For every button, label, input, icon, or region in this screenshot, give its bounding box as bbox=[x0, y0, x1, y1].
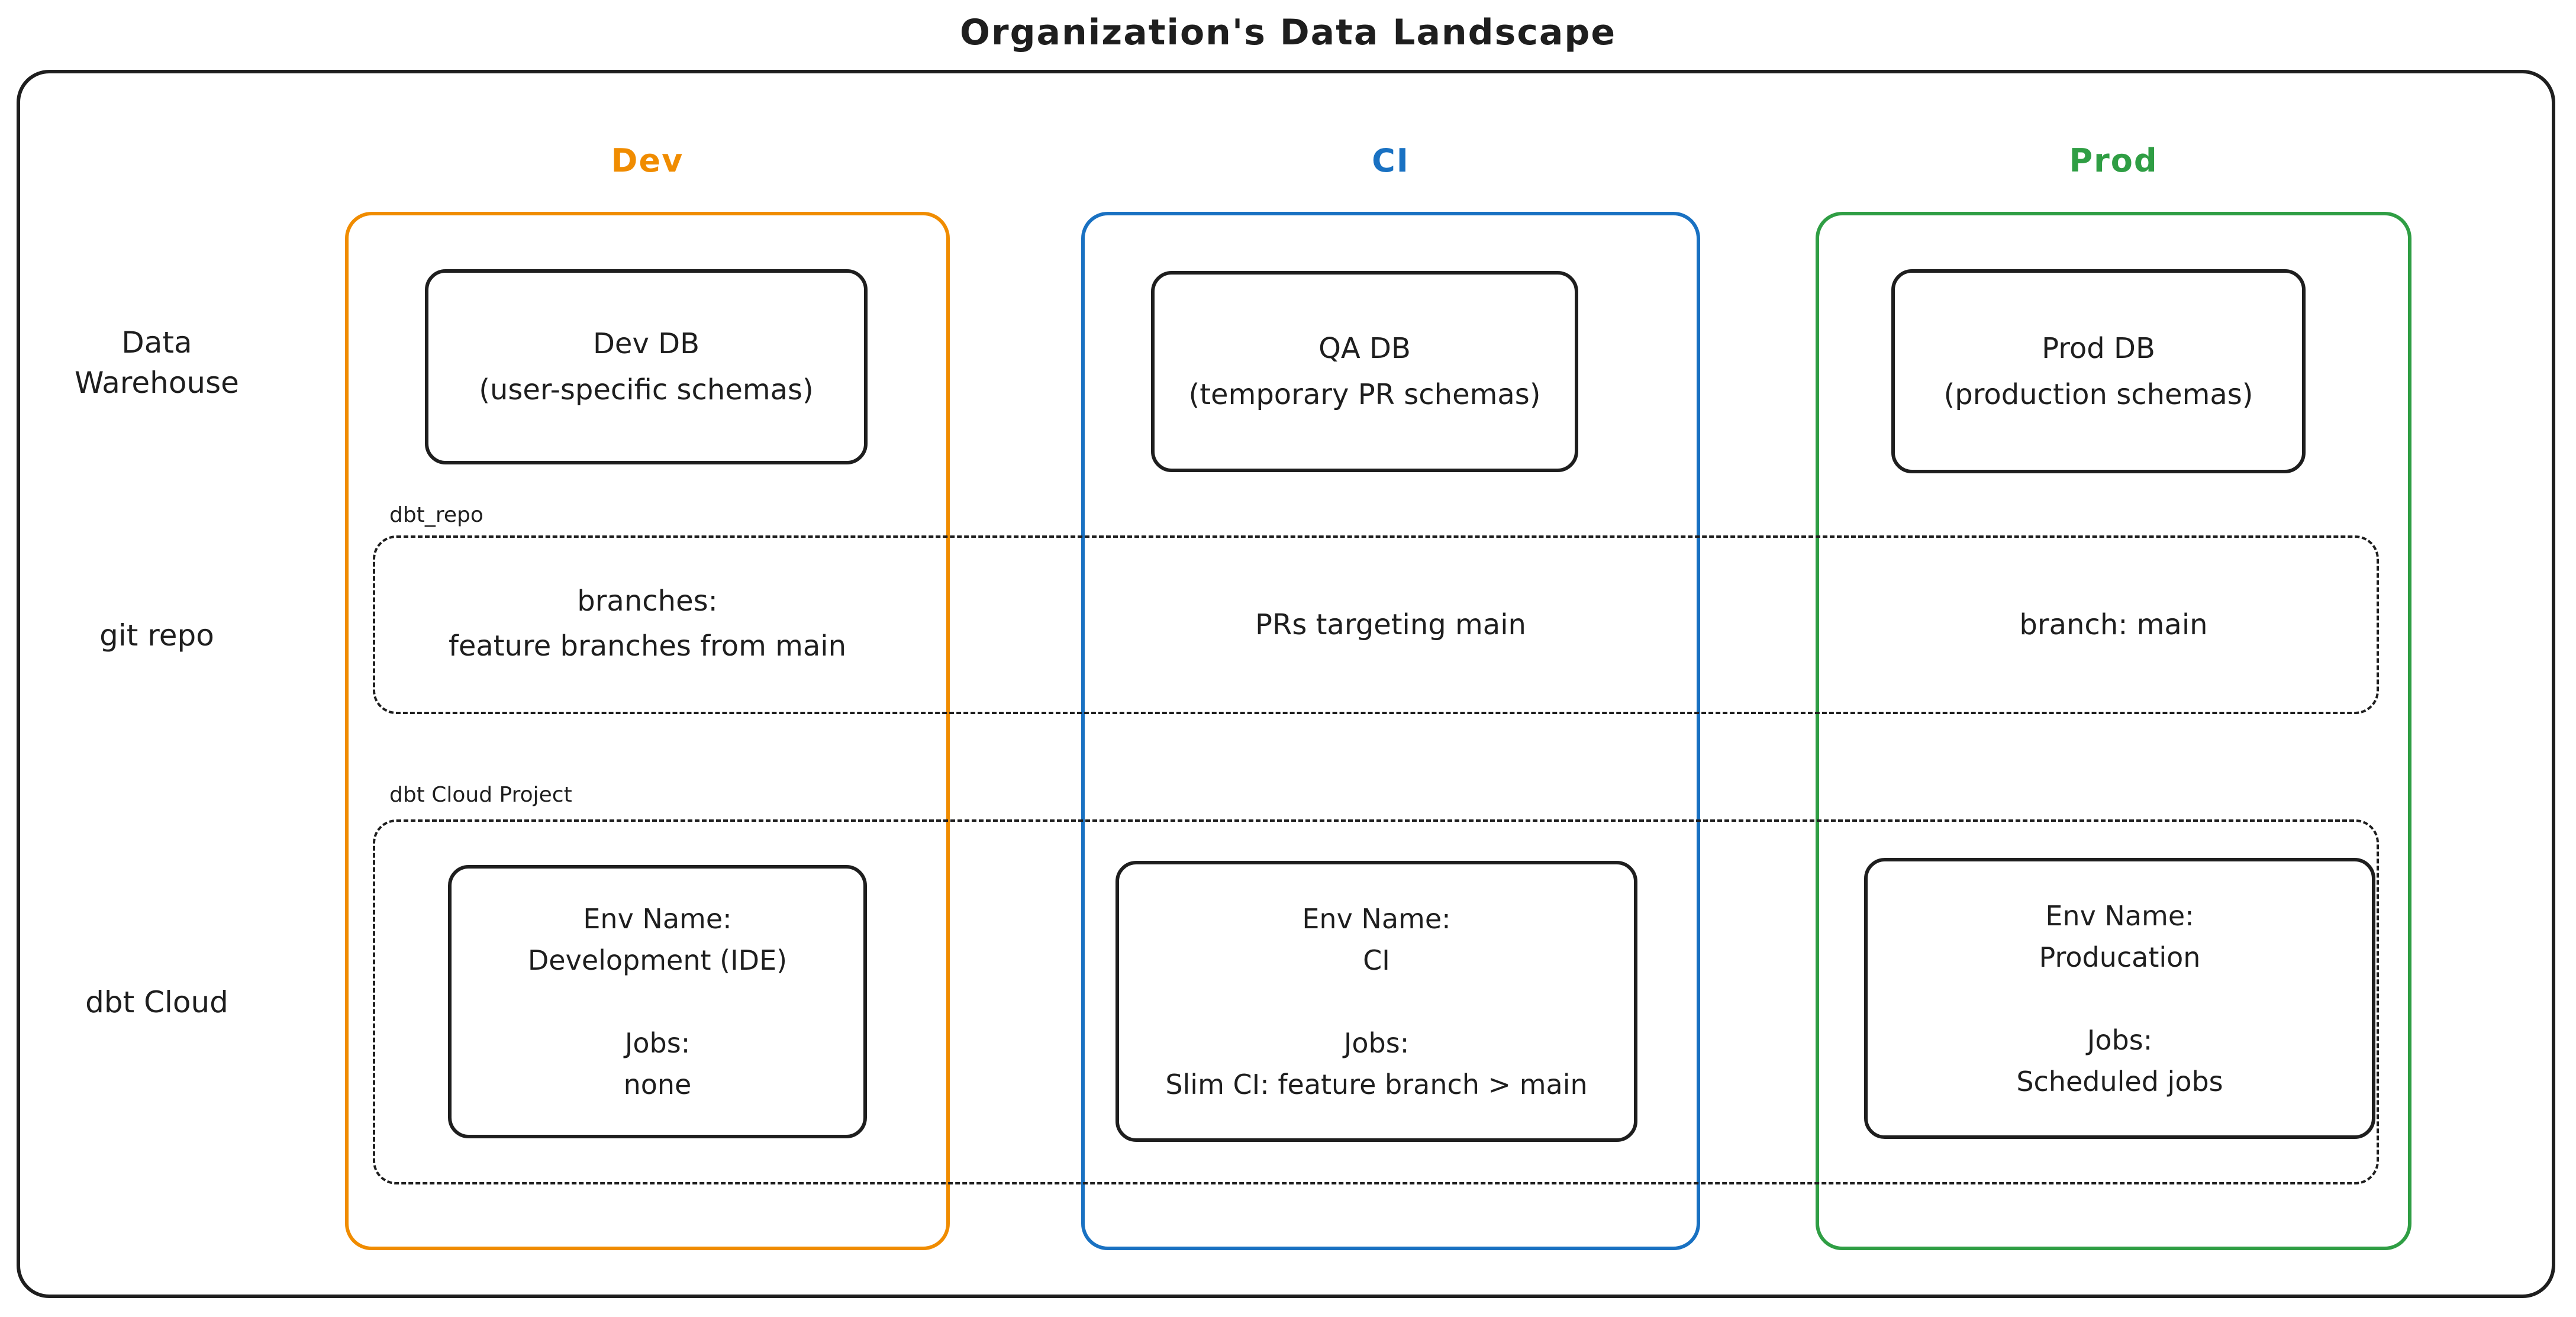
dev-db-box: Dev DB (user-specific schemas) bbox=[425, 269, 868, 464]
prod-db-title: Prod DB bbox=[2042, 331, 2155, 365]
env-box-ci: Env Name: CI Jobs: Slim CI: feature bran… bbox=[1115, 861, 1637, 1142]
dbt-cloud-project-box bbox=[373, 819, 2379, 1184]
column-prod bbox=[1816, 212, 2411, 1250]
env-box-prod: Env Name: Producation Jobs: Scheduled jo… bbox=[1864, 858, 2375, 1139]
env-name-label-ci: Env Name: bbox=[1302, 902, 1451, 935]
row-label-data-warehouse: Data Warehouse bbox=[33, 322, 281, 403]
prod-db-subtitle: (production schemas) bbox=[1943, 377, 2253, 411]
dbt-cloud-project-label: dbt Cloud Project bbox=[389, 783, 572, 807]
dbt-repo-box bbox=[373, 535, 2379, 714]
env-name-value-dev: Development (IDE) bbox=[527, 944, 788, 976]
git-branches-line2: feature branches from main bbox=[448, 630, 847, 663]
column-ci bbox=[1081, 212, 1700, 1250]
row-label-data-warehouse-line1: Data bbox=[121, 325, 192, 360]
git-branches-text-dev: branches: feature branches from main bbox=[345, 579, 950, 669]
row-label-data-warehouse-line2: Warehouse bbox=[75, 366, 239, 400]
jobs-value-dev: none bbox=[623, 1069, 692, 1100]
git-prs-text-ci: PRs targeting main bbox=[1255, 608, 1526, 641]
qa-db-subtitle: (temporary PR schemas) bbox=[1188, 378, 1541, 411]
column-header-ci: CI bbox=[1372, 142, 1410, 179]
column-header-prod: Prod bbox=[2069, 142, 2158, 179]
dev-db-title: Dev DB bbox=[592, 327, 700, 360]
dbt-repo-label: dbt_repo bbox=[389, 503, 483, 527]
dev-db-subtitle: (user-specific schemas) bbox=[479, 373, 814, 406]
diagram-title: Organization's Data Landscape bbox=[959, 12, 1617, 53]
env-name-value-prod: Producation bbox=[2039, 941, 2201, 973]
row-label-dbt-cloud: dbt Cloud bbox=[85, 985, 228, 1019]
env-name-label-prod: Env Name: bbox=[2045, 899, 2194, 932]
prod-db-box: Prod DB (production schemas) bbox=[1891, 269, 2306, 473]
git-branch-text-prod: branch: main bbox=[2019, 608, 2208, 641]
jobs-label-dev: Jobs: bbox=[624, 1027, 691, 1059]
row-label-git-repo: git repo bbox=[99, 618, 214, 653]
env-name-value-ci: CI bbox=[1363, 944, 1390, 976]
column-dev bbox=[345, 212, 950, 1250]
jobs-label-prod: Jobs: bbox=[2087, 1024, 2153, 1056]
jobs-label-ci: Jobs: bbox=[1343, 1027, 1410, 1059]
jobs-value-prod: Scheduled jobs bbox=[2016, 1065, 2223, 1098]
outer-frame bbox=[17, 70, 2555, 1298]
env-box-dev: Env Name: Development (IDE) Jobs: none bbox=[448, 865, 867, 1138]
qa-db-box: QA DB (temporary PR schemas) bbox=[1151, 271, 1578, 472]
env-name-label-dev: Env Name: bbox=[583, 903, 732, 935]
git-branches-line1: branches: bbox=[577, 585, 718, 618]
jobs-value-ci: Slim CI: feature branch > main bbox=[1165, 1068, 1588, 1100]
qa-db-title: QA DB bbox=[1318, 332, 1411, 365]
column-header-dev: Dev bbox=[611, 142, 684, 179]
